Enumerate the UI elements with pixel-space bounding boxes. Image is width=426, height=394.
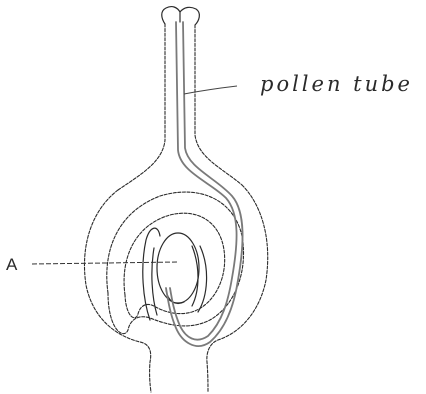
nucellus-right bbox=[198, 246, 207, 312]
style-right-wall bbox=[195, 25, 242, 185]
embryo-sac bbox=[157, 233, 199, 303]
ovary-wall bbox=[84, 190, 151, 392]
part-a-label: A bbox=[6, 255, 18, 274]
pollen-tube-leader bbox=[184, 86, 237, 94]
style-left-wall bbox=[118, 24, 165, 190]
pollen-tube-label: pollen tube bbox=[260, 72, 413, 96]
pollen-tube-line-1 bbox=[170, 22, 237, 340]
label-a-leader bbox=[32, 262, 178, 264]
